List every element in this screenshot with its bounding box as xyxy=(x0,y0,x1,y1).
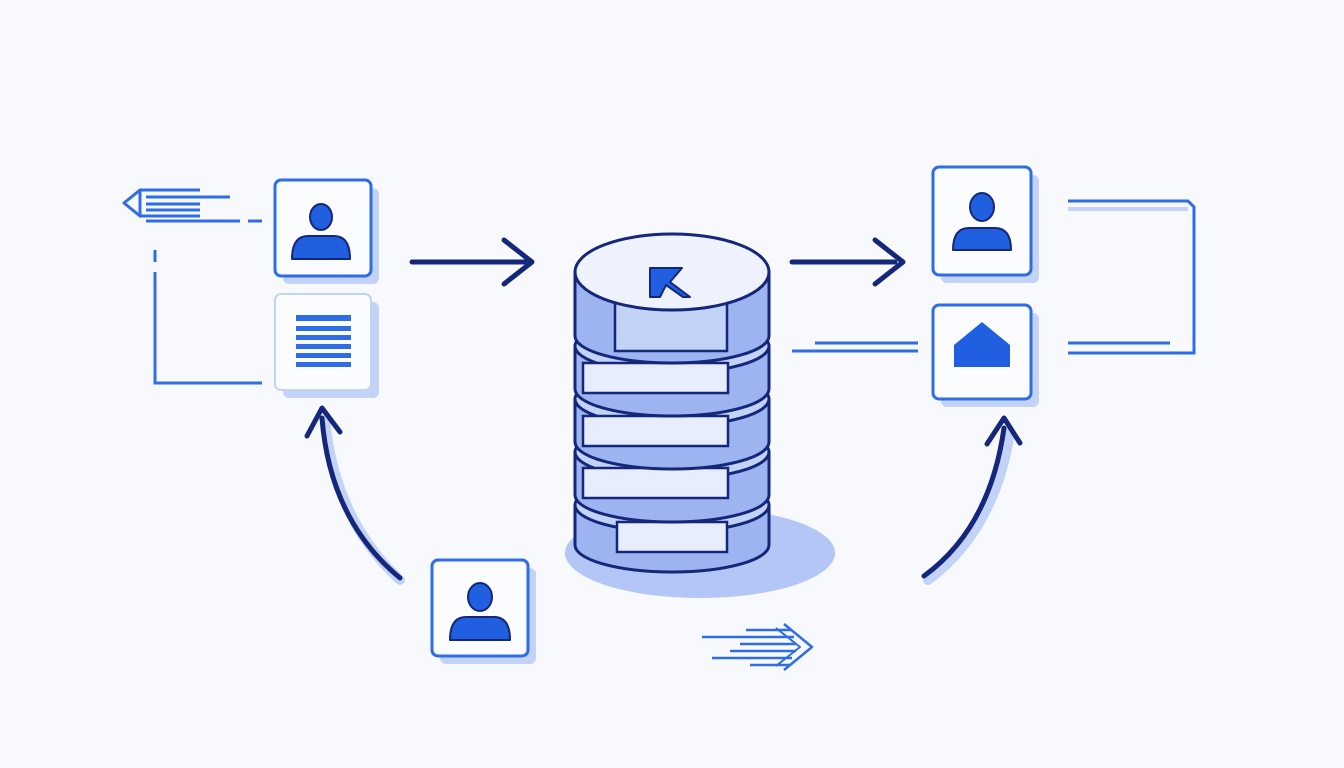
database-stack xyxy=(573,232,771,574)
user-icon xyxy=(449,582,511,641)
left-user-card[interactable] xyxy=(273,178,379,284)
left-document-card[interactable] xyxy=(274,293,379,398)
user-icon xyxy=(952,192,1012,251)
upload-icon xyxy=(954,322,1010,367)
database-icon[interactable] xyxy=(565,232,835,598)
left-list-lines xyxy=(122,188,262,223)
right-upload-card[interactable] xyxy=(931,303,1039,407)
right-connector-lines xyxy=(792,199,1196,355)
curved-arrow-to-left-cards xyxy=(304,405,405,585)
left-bracket-connector xyxy=(153,250,262,385)
curved-arrow-to-right-cards xyxy=(921,415,1023,585)
arrow-from-database xyxy=(789,237,906,287)
pointer-icon xyxy=(649,267,691,298)
speed-arrow-icon xyxy=(702,623,814,671)
right-user-card[interactable] xyxy=(931,165,1039,283)
arrow-to-database xyxy=(409,237,535,287)
document-lines-icon xyxy=(296,315,351,367)
user-icon xyxy=(291,203,351,260)
bottom-user-card[interactable] xyxy=(430,558,536,664)
